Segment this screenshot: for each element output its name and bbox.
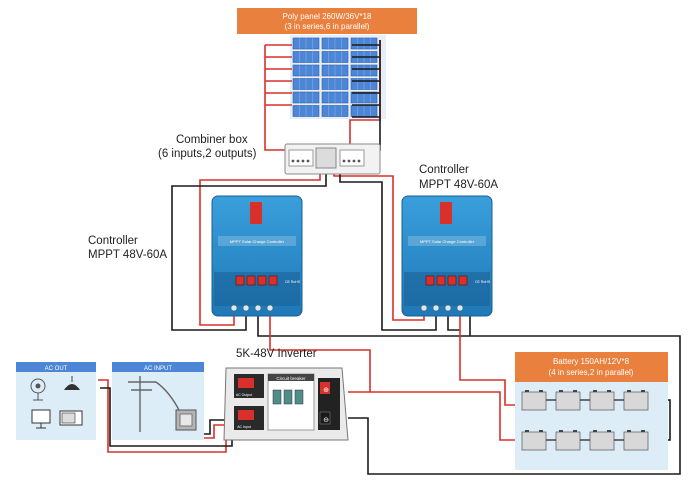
controller-right-label-line1: Controller: [419, 164, 469, 176]
monitor-icon: [31, 409, 51, 429]
ac-out-label: AC OUT: [45, 366, 68, 372]
ac-input-label: AC INPUT: [144, 366, 172, 372]
inverter-label: 5K-48V Inverter: [236, 348, 317, 360]
lamp-icon: [64, 376, 80, 390]
inverter-ac-output-label: AC Output: [236, 393, 252, 397]
battery-cell: [521, 390, 547, 411]
battery-cell: [623, 390, 649, 411]
controller-left-device: MPPT Solar Charge Controller CE RoHS: [211, 195, 303, 317]
microwave-icon: [59, 410, 83, 426]
battery-bank: Battery 150AH/12V*8 (4 in series,2 in pa…: [515, 352, 668, 470]
panel-header: Poly panel 260W/36V*18 (3 in series,6 in…: [237, 8, 417, 34]
ac-breaker-icon: [175, 409, 197, 431]
ac-input-box: AC INPUT: [112, 362, 204, 440]
inverter-plus-symbol: ⊕: [323, 387, 329, 394]
controller-left-label-line2: MPPT 48V-60A: [88, 249, 168, 261]
combiner-box: [284, 143, 381, 175]
inverter-breaker-label: Circuit breaker: [276, 376, 306, 381]
solar-panel-array: [290, 35, 386, 119]
inverter-minus-symbol: ⊖: [323, 417, 329, 424]
battery-subtitle: (4 in series,2 in parallel): [549, 368, 634, 377]
fan-icon: [30, 378, 46, 401]
inverter-device: AC Output AC Input Circuit breaker ⊕ ⊖: [223, 367, 349, 441]
utility-pole-icon: [128, 376, 181, 432]
battery-cell: [521, 430, 547, 451]
battery-cell: [589, 390, 615, 411]
combiner-label-line1: Combiner box: [176, 134, 248, 146]
controller-right-ce-mark: CE RoHS: [475, 280, 491, 284]
controller-left-ce-mark: CE RoHS: [285, 280, 301, 284]
inverter-ac-input-label: AC Input: [237, 425, 251, 429]
battery-cell: [555, 390, 581, 411]
battery-title: Battery 150AH/12V*8: [553, 357, 630, 366]
battery-cell: [623, 430, 649, 451]
panel-title: Poly panel 260W/36V*18: [283, 12, 373, 21]
ac-out-box: AC OUT: [16, 362, 96, 440]
battery-cell: [589, 430, 615, 451]
panel-subtitle: (3 in series,6 in parallel): [285, 22, 370, 31]
battery-interconnects: [546, 399, 624, 441]
controller-right-device: MPPT Solar Charge Controller CE RoHS: [401, 195, 493, 317]
controller-left-label-line1: Controller: [88, 235, 138, 247]
controller-right-label-line2: MPPT 48V-60A: [419, 179, 499, 191]
controller-right-face-title: MPPT Solar Charge Controller: [420, 239, 475, 244]
battery-cell: [555, 430, 581, 451]
combiner-label-line2: (6 inputs,2 outputs): [158, 148, 257, 160]
controller-left-face-title: MPPT Solar Charge Controller: [230, 239, 285, 244]
wiring: [98, 40, 681, 475]
